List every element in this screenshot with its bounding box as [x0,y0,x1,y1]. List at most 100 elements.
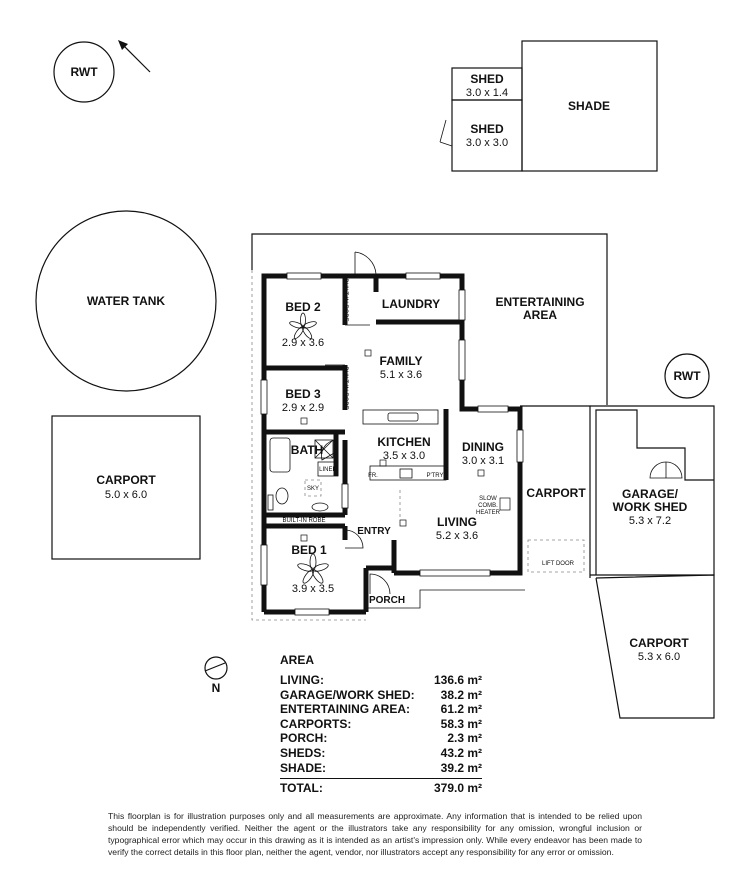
shade-area: SHADE [521,40,658,172]
disclaimer: This floorplan is for illustration purpo… [108,811,642,857]
fridge-label: FR. [368,473,378,479]
room-labels: BED 2 2.9 x 3.6 BED 3 2.9 x 2.9 BED 1 3.… [282,297,504,606]
shed-large-label: SHED [470,122,504,136]
entry-label: ENTRY [357,526,391,537]
area-row: LIVING: 136.6 m² [280,673,482,688]
doors [321,251,391,595]
annotations: BUILT-IN ROBE BUILT-IN ROBE BUILT-IN ROB… [283,279,575,567]
area-row-label: ENTERTAINING AREA: [280,702,410,717]
area-row-value: 43.2 m² [440,745,482,760]
site-boundary [251,270,366,621]
bed1-label: BED 1 [291,543,327,557]
area-row-label: SHADE: [280,760,327,775]
area-row: CARPORTS: 58.3 m² [280,717,482,732]
area-row-value: 2.3 m² [447,731,482,746]
area-row-value: 58.3 m² [440,716,482,731]
area-table: AREA LIVING: 136.6 m² GARAGE/WORK SHED: 38.… [280,653,482,796]
carport-center-label: CARPORT [526,486,586,500]
living-label: LIVING [437,515,477,529]
area-row: SHADE: 39.2 m² [280,761,482,776]
kitchen-label: KITCHEN [377,435,430,449]
rwt-left-label: RWT [70,65,98,79]
rwt-left: RWT [53,41,115,103]
carport-right-label: CARPORT [629,636,689,650]
kitchen-benches [362,409,447,520]
area-title: AREA [280,653,315,667]
area-row-label: PORCH: [280,731,328,746]
laundry-label: LAUNDRY [382,297,440,311]
area-row-value: 61.2 m² [440,702,482,717]
bed1-size: 3.9 x 3.5 [292,583,334,595]
rwt-right-label: RWT [673,369,701,383]
water-tank: WATER TANK [35,210,217,392]
area-row: PORCH: 2.3 m² [280,731,482,746]
bed2-label: BED 2 [285,300,321,314]
robe-bed2-label: BUILT-IN ROBE [342,279,348,322]
bed2-size: 2.9 x 3.6 [282,337,324,349]
heater-label-2: COMB. [478,503,498,509]
shade-label: SHADE [568,99,610,113]
bed3-label: BED 3 [285,387,321,401]
dining-size: 3.0 x 3.1 [462,455,504,467]
carport-center: CARPORT [520,405,591,578]
shed-large-size: 3.0 x 3.0 [466,137,508,149]
area-row-label: GARAGE/WORK SHED: [280,687,415,702]
entertaining-label-1: ENTERTAINING [495,295,584,309]
area-total-value: 379.0 m² [433,781,482,796]
compass-icon: N [204,656,228,695]
windows [260,272,524,616]
dining-label: DINING [462,440,504,454]
shed-small-label: SHED [470,72,504,86]
area-row: ENTERTAINING AREA: 61.2 m² [280,702,482,717]
heater-label-1: SLOW [479,496,497,502]
area-row-value: 38.2 m² [440,687,482,702]
kitchen-size: 3.5 x 3.0 [383,450,425,462]
rwt-right: RWT [664,353,710,399]
sky-label: SKY [307,486,319,492]
entertaining-area: ENTERTAINING AREA [251,233,608,405]
area-row-label: SHEDS: [280,745,326,760]
heater-label-3: HEATER [476,510,501,516]
linen-label: LINEN [319,467,337,473]
shed-small: SHED 3.0 x 1.4 [451,67,523,101]
robe-bed1-label: BUILT-IN ROBE [283,518,326,524]
robe-bed3-label: BUILT-IN ROBE [342,367,348,410]
lift-door-label: LIFT DOOR [542,561,575,567]
carport-left: CARPORT 5.0 x 6.0 [51,415,201,560]
area-row-label: CARPORTS: [280,716,352,731]
area-row-value: 136.6 m² [433,673,482,687]
ceiling-fan-icon [289,312,329,584]
water-tank-label: WATER TANK [87,294,166,308]
compass-label: N [212,681,221,695]
shed-small-size: 3.0 x 1.4 [466,87,508,99]
area-row: SHEDS: 43.2 m² [280,746,482,761]
shed-large: SHED 3.0 x 3.0 [439,99,523,172]
family-size: 5.1 x 3.6 [380,369,422,381]
garage: GARAGE/ WORK SHED 5.3 x 7.2 [590,405,715,576]
porch-label: PORCH [369,595,405,606]
pantry-label: P'TRY [426,473,443,479]
living-size: 5.2 x 3.6 [436,530,478,542]
carport-left-label: CARPORT [96,473,156,487]
north-arrow-icon [118,40,151,73]
area-row-label: LIVING: [280,673,324,687]
area-row-value: 39.2 m² [440,760,482,775]
garage-label-2: WORK SHED [613,500,688,514]
carport-right-size: 5.3 x 6.0 [638,651,680,663]
bath-label: BATH [291,443,323,457]
garage-size: 5.3 x 7.2 [629,515,671,527]
carport-left-size: 5.0 x 6.0 [105,489,147,501]
area-total-label: TOTAL: [280,781,323,796]
carport-right: CARPORT 5.3 x 6.0 [595,574,715,719]
entertaining-label-2: AREA [523,308,557,322]
family-label: FAMILY [380,354,423,368]
garage-label-1: GARAGE/ [622,487,679,501]
bed3-size: 2.9 x 2.9 [282,402,324,414]
area-total-row: TOTAL: 379.0 m² [280,778,482,796]
area-row: GARAGE/WORK SHED: 38.2 m² [280,688,482,703]
light-icon [300,349,511,542]
bath-fixtures [267,437,339,512]
house-walls [261,273,523,615]
